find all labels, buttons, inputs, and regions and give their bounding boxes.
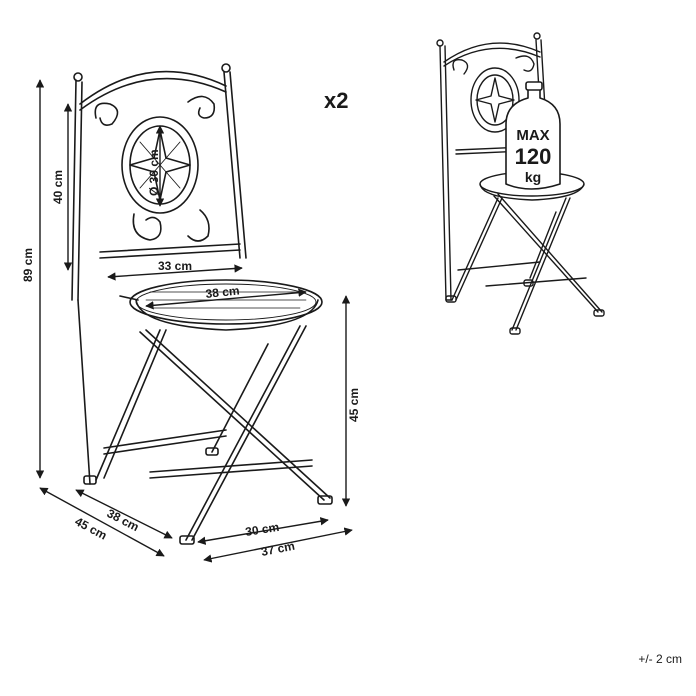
label-seat-height: 45 cm (347, 388, 361, 422)
label-back-height: 40 cm (51, 170, 65, 204)
max-load-line3: kg (525, 169, 541, 185)
label-total-height: 89 cm (21, 248, 35, 282)
label-back-width: 33 cm (158, 259, 192, 273)
label-outer-width: 37 cm (260, 539, 296, 559)
main-chair (71, 63, 333, 545)
max-load-line1: MAX (516, 127, 549, 144)
tolerance-note: +/- 2 cm (638, 652, 682, 666)
label-outer-depth: 45 cm (73, 514, 110, 542)
label-inner-width: 30 cm (244, 520, 280, 539)
quantity-label: x2 (324, 88, 348, 113)
weight-icon (505, 81, 561, 190)
small-chair (436, 32, 605, 335)
max-load-line2: 120 (515, 144, 552, 169)
label-mosaic-diameter: Ø 30 cm (147, 149, 161, 196)
label-inner-depth: 38 cm (105, 506, 142, 534)
label-seat-diameter: 38 cm (205, 284, 240, 301)
dimension-lines (35, 79, 353, 563)
